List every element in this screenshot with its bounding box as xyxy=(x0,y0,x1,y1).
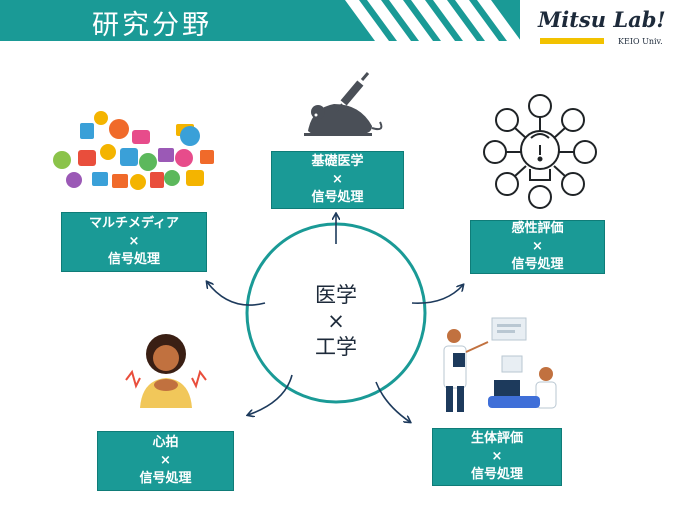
field-title: 感性評価 xyxy=(511,221,564,236)
field-subtitle: 信号処理 xyxy=(511,257,564,272)
connector-arrows xyxy=(207,214,463,422)
field-subtitle: 信号処理 xyxy=(107,252,160,267)
center-line-medicine: 医学 xyxy=(315,283,357,307)
field-subtitle: 信号処理 xyxy=(470,467,523,482)
field-title: マルチメディア xyxy=(88,216,180,231)
center-line-cross: × xyxy=(327,309,345,333)
field-box-bio: 生体評価 × 信号処理 xyxy=(432,428,562,486)
logo-underline xyxy=(540,38,604,44)
arrow-multimedia xyxy=(207,282,266,306)
field-subtitle: 信号処理 xyxy=(139,471,192,486)
logo-name: Mitsu Lab! xyxy=(538,7,666,32)
field-cross: × xyxy=(160,453,171,468)
field-cross: × xyxy=(332,172,343,187)
field-box-heartbeat: 心拍 × 信号処理 xyxy=(97,431,234,491)
center-label: 医学 × 工学 xyxy=(296,282,376,360)
page-title: 研究分野 xyxy=(92,10,212,41)
emotion-faces-icon xyxy=(483,94,597,209)
field-title: 生体評価 xyxy=(470,431,523,446)
field-box-multimedia: マルチメディア × 信号処理 xyxy=(61,212,207,272)
lab-mouse-icon xyxy=(304,72,383,136)
field-title: 心拍 xyxy=(152,435,179,450)
field-box-kansei: 感性評価 × 信号処理 xyxy=(470,220,605,274)
field-box-medical: 基礎医学 × 信号処理 xyxy=(271,151,404,209)
field-cross: × xyxy=(128,234,140,249)
field-title: 基礎医学 xyxy=(311,154,364,169)
bio-evaluation-illustration xyxy=(443,317,557,412)
heartbeat-person-illustration xyxy=(125,334,207,408)
field-cross: × xyxy=(491,449,503,464)
arrow-heartbeat xyxy=(248,374,293,415)
arrow-kansei xyxy=(411,285,463,304)
center-line-engineering: 工学 xyxy=(315,335,357,359)
field-cross: × xyxy=(532,239,543,254)
arrow-bio xyxy=(375,381,410,422)
logo-university: KEIO Univ. xyxy=(618,37,663,46)
field-subtitle: 信号処理 xyxy=(311,190,364,205)
lab-logo: Mitsu Lab! KEIO Univ. xyxy=(538,7,683,47)
header-stripes xyxy=(345,0,521,41)
multimedia-icons-cluster xyxy=(53,111,214,190)
